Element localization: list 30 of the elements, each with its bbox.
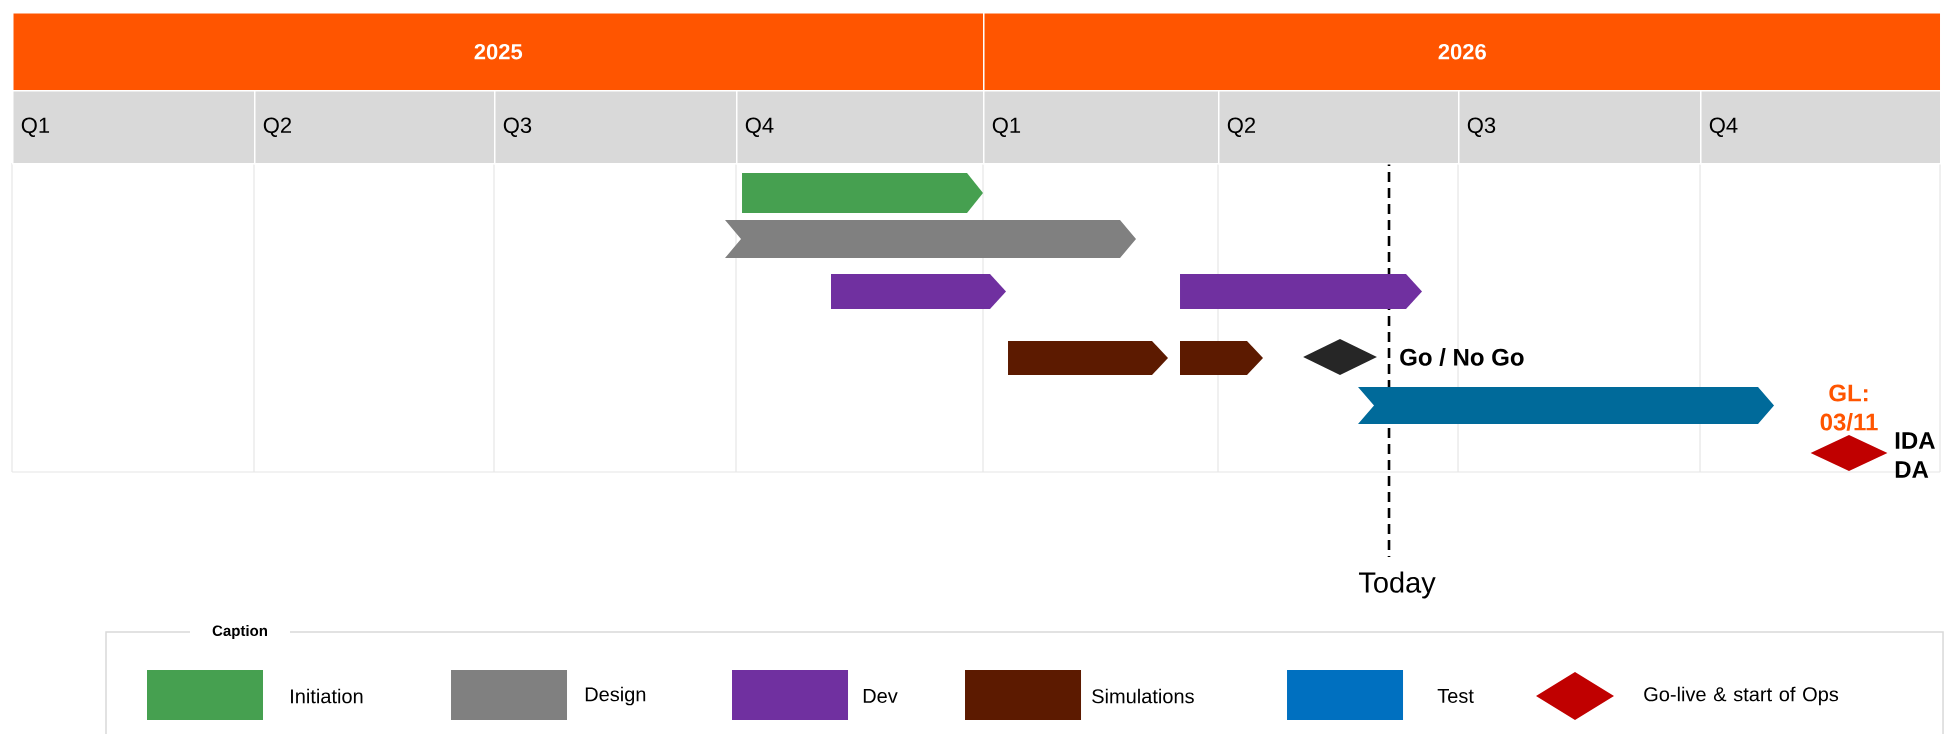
legend-text: Test bbox=[1437, 689, 1474, 703]
year-band: 2026 bbox=[983, 12, 1942, 92]
today-label: Today bbox=[1359, 571, 1436, 599]
milestone-label: IDA DA bbox=[1895, 432, 1935, 478]
quarter-cell: Q4 bbox=[1700, 90, 1942, 165]
milestone-diamond bbox=[1303, 339, 1377, 375]
milestone-diamond bbox=[1810, 435, 1888, 471]
quarter-cell: Q3 bbox=[494, 90, 738, 165]
quarter-cell: Q1 bbox=[983, 90, 1220, 165]
task-bar bbox=[725, 220, 1136, 258]
quarter-cell: Q2 bbox=[254, 90, 496, 165]
legend-text: Initiation bbox=[291, 688, 363, 704]
task-bar bbox=[742, 173, 983, 213]
milestone-label: Go / No Go bbox=[1400, 348, 1524, 366]
legend-text: Dev bbox=[863, 689, 898, 703]
year-band: 2025 bbox=[12, 12, 985, 92]
quarter-cell: Q4 bbox=[736, 90, 985, 165]
milestone-label: GL: 03/11 bbox=[1820, 384, 1878, 431]
task-bar bbox=[1180, 274, 1422, 309]
legend-text: Go-live & start of Ops bbox=[1644, 686, 1839, 706]
legend-title: Caption bbox=[212, 625, 267, 639]
task-bar bbox=[831, 274, 1006, 309]
legend-text: Simulations bbox=[1092, 688, 1194, 704]
quarter-cell: Q1 bbox=[12, 90, 256, 165]
legend-text: Design bbox=[585, 686, 646, 706]
task-bar bbox=[1358, 387, 1774, 424]
quarter-cell: Q2 bbox=[1218, 90, 1460, 165]
quarter-cell: Q3 bbox=[1458, 90, 1702, 165]
task-bar bbox=[1008, 341, 1168, 375]
task-bar bbox=[1180, 341, 1263, 375]
